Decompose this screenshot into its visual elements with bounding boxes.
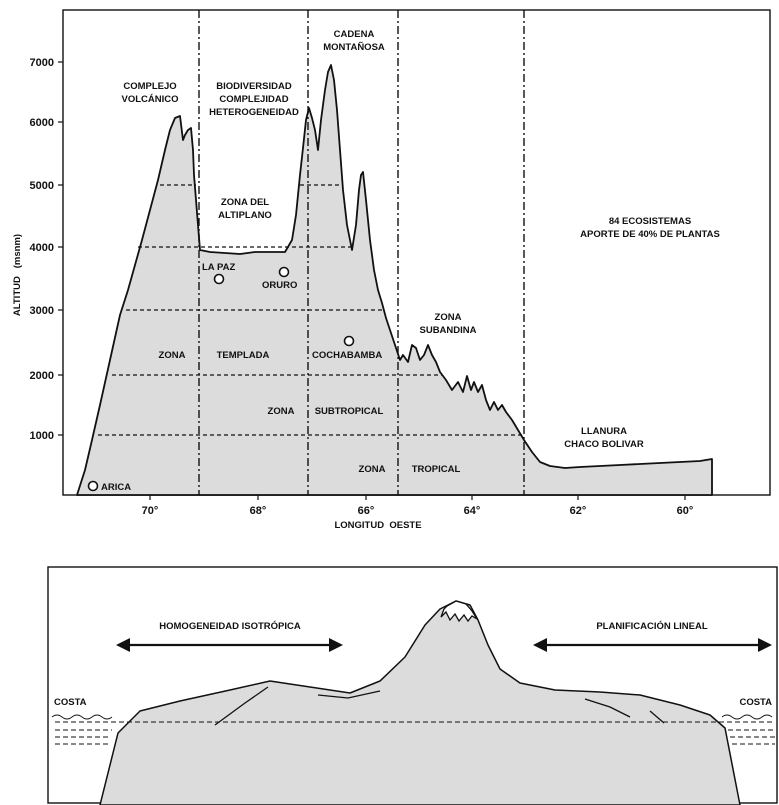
- city-label-la-paz: LA PAZ: [202, 262, 235, 273]
- zone-tropical-b: TROPICAL: [412, 464, 461, 475]
- x-tick-60: 60°: [677, 505, 694, 517]
- x-tick-62: 62°: [570, 505, 587, 517]
- label-costa-left: COSTA: [54, 697, 87, 708]
- city-label-cochabamba: COCHABAMBA: [312, 350, 382, 361]
- y-tick-5000: 5000: [30, 180, 54, 192]
- city-label-oruro: ORURO: [262, 280, 297, 291]
- city-marker-oruro: [278, 266, 290, 278]
- x-axis: [149, 495, 686, 500]
- double-arrow-left: [116, 638, 343, 652]
- zone-templada-a: ZONA: [159, 350, 186, 361]
- label-biodiversidad: BIODIVERSIDAD: [216, 81, 292, 92]
- label-aporte: APORTE DE 40% DE PLANTAS: [580, 229, 720, 240]
- label-complejidad: COMPLEJIDAD: [219, 94, 288, 105]
- double-arrow-right: [533, 638, 772, 652]
- terrain-profile: [76, 64, 713, 496]
- label-altiplano: ALTIPLANO: [218, 210, 272, 221]
- label-heterogeneidad: HETEROGENEIDAD: [209, 107, 299, 118]
- schematic-profile: HOMOGENEIDAD ISOTRÓPICA PLANIFICACIÓN LI…: [47, 566, 778, 805]
- y-tick-7000: 7000: [30, 57, 54, 69]
- y-tick-2000: 2000: [30, 370, 54, 382]
- city-marker-la-paz: [213, 273, 225, 285]
- zone-subtropical-a: ZONA: [268, 406, 295, 417]
- label-volcanico: VOLCÁNICO: [122, 94, 179, 105]
- x-tick-66: 66°: [358, 505, 375, 517]
- x-tick-64: 64°: [464, 505, 481, 517]
- ridge-lines: [214, 686, 665, 726]
- city-label-arica: ARICA: [101, 482, 131, 493]
- y-tick-6000: 6000: [30, 117, 54, 129]
- label-complejo: COMPLEJO: [123, 81, 176, 92]
- y-tick-1000: 1000: [30, 430, 54, 442]
- label-zona-subandina-a: ZONA: [435, 312, 462, 323]
- city-markers: [87, 266, 355, 492]
- snow-cap: [440, 600, 478, 623]
- zone-tropical-a: ZONA: [359, 464, 386, 475]
- city-marker-cochabamba: [343, 335, 355, 347]
- label-zona-subandina-b: SUBANDINA: [420, 325, 477, 336]
- water-right: [721, 714, 775, 745]
- region-separators: [198, 10, 525, 495]
- label-planificacion: PLANIFICACIÓN LINEAL: [596, 620, 708, 632]
- zone-subtropical-b: SUBTROPICAL: [315, 406, 384, 417]
- label-homogeneidad: HOMOGENEIDAD ISOTRÓPICA: [159, 620, 301, 632]
- y-axis: [58, 61, 63, 436]
- water-left: [51, 714, 113, 745]
- label-llanura: LLANURA: [581, 426, 627, 437]
- label-cadena: CADENA: [334, 29, 375, 40]
- y-tick-4000: 4000: [30, 242, 54, 254]
- x-tick-68: 68°: [250, 505, 267, 517]
- y-tick-3000: 3000: [30, 305, 54, 317]
- label-chaco: CHACO BOLIVAR: [564, 439, 644, 450]
- x-tick-70: 70°: [142, 505, 159, 517]
- altitude-profile-chart: 1000 2000 3000 4000 5000 6000 7000 ALTIT…: [12, 9, 771, 530]
- city-marker-arica: [87, 480, 99, 492]
- y-axis-label: ALTITUD (msnm): [12, 234, 23, 316]
- label-ecosistemas: 84 ECOSISTEMAS: [609, 216, 691, 227]
- label-montanosa: MONTAÑOSA: [323, 42, 385, 53]
- label-zona-del: ZONA DEL: [221, 197, 269, 208]
- zone-templada-b: TEMPLADA: [217, 350, 270, 361]
- x-axis-label: LONGITUD OESTE: [334, 520, 421, 530]
- label-costa-right: COSTA: [739, 697, 772, 708]
- altitude-bands: [98, 184, 524, 436]
